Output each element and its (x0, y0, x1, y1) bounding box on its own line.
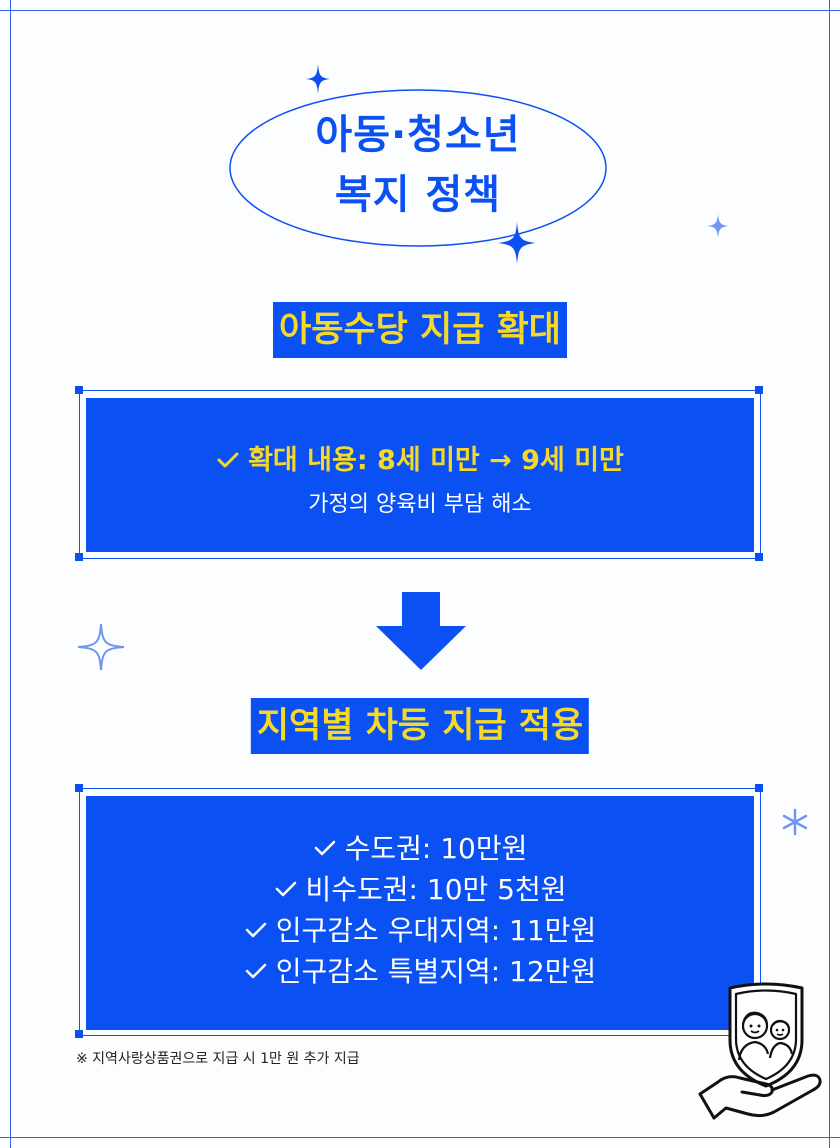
list-item-text: 인구감소 우대지역: 11만원 (275, 914, 597, 947)
list-item-text: 수도권: 10만원 (344, 832, 528, 865)
guide-line-bottom (0, 1137, 840, 1138)
list-item-text: 인구감소 특별지역: 12만원 (275, 955, 597, 988)
list-item: 인구감소 우대지역: 11만원 (0, 910, 840, 951)
title-line-1: 아동·청소년 (315, 112, 521, 158)
section2-box (86, 796, 754, 1030)
frame-handle (755, 784, 763, 792)
check-icon (275, 881, 296, 897)
title-oval (229, 89, 607, 247)
guide-line-top (0, 10, 840, 11)
check-icon (217, 452, 239, 467)
frame-handle (75, 784, 83, 792)
title-line-2: 복지 정책 (334, 172, 502, 218)
guide-line-left (10, 0, 11, 1148)
box2-frame (79, 788, 761, 1036)
section2-heading: 지역별 차등 지급 적용 (250, 698, 590, 754)
sparkle-icon (306, 64, 330, 94)
list-item: 비수도권: 10만 5천원 (0, 869, 840, 910)
check-icon (314, 840, 335, 856)
check-icon (245, 963, 267, 979)
footnote: ※ 지역사랑상품권으로 지급 시 1만 원 추가 지급 (76, 1051, 360, 1067)
list-item-text: 비수도권: 10만 5천원 (305, 873, 567, 906)
guide-line-right (829, 0, 830, 1148)
down-arrow-icon (376, 592, 466, 670)
check-icon (245, 922, 267, 938)
sparkle-icon (78, 624, 124, 670)
list-item: 수도권: 10만원 (0, 828, 840, 869)
section1-heading: 아동수당 지급 확대 (273, 302, 567, 358)
sparkle-icon (707, 214, 729, 238)
frame-handle (755, 386, 763, 394)
section1-subtext: 가정의 양육비 부담 해소 (308, 492, 532, 517)
region-list: 수도권: 10만원 비수도권: 10만 5천원 인구감소 우대지역: 11만원 … (0, 828, 840, 992)
title-badge: 아동·청소년 복지 정책 (228, 88, 608, 248)
section1-detail-text: 확대 내용: 8세 미만 → 9세 미만 (248, 445, 624, 476)
frame-handle (75, 386, 83, 394)
list-item: 인구감소 특별지역: 12만원 (0, 951, 840, 992)
asterisk-icon (782, 808, 808, 836)
frame-handle (75, 553, 83, 561)
section1-box (86, 398, 754, 552)
box1-frame (79, 390, 761, 559)
frame-handle (755, 553, 763, 561)
frame-handle (75, 1030, 83, 1038)
family-shield-hand-icon (698, 982, 822, 1120)
section1-detail: 확대 내용: 8세 미만 → 9세 미만 (0, 438, 840, 477)
sparkle-icon (498, 222, 536, 264)
